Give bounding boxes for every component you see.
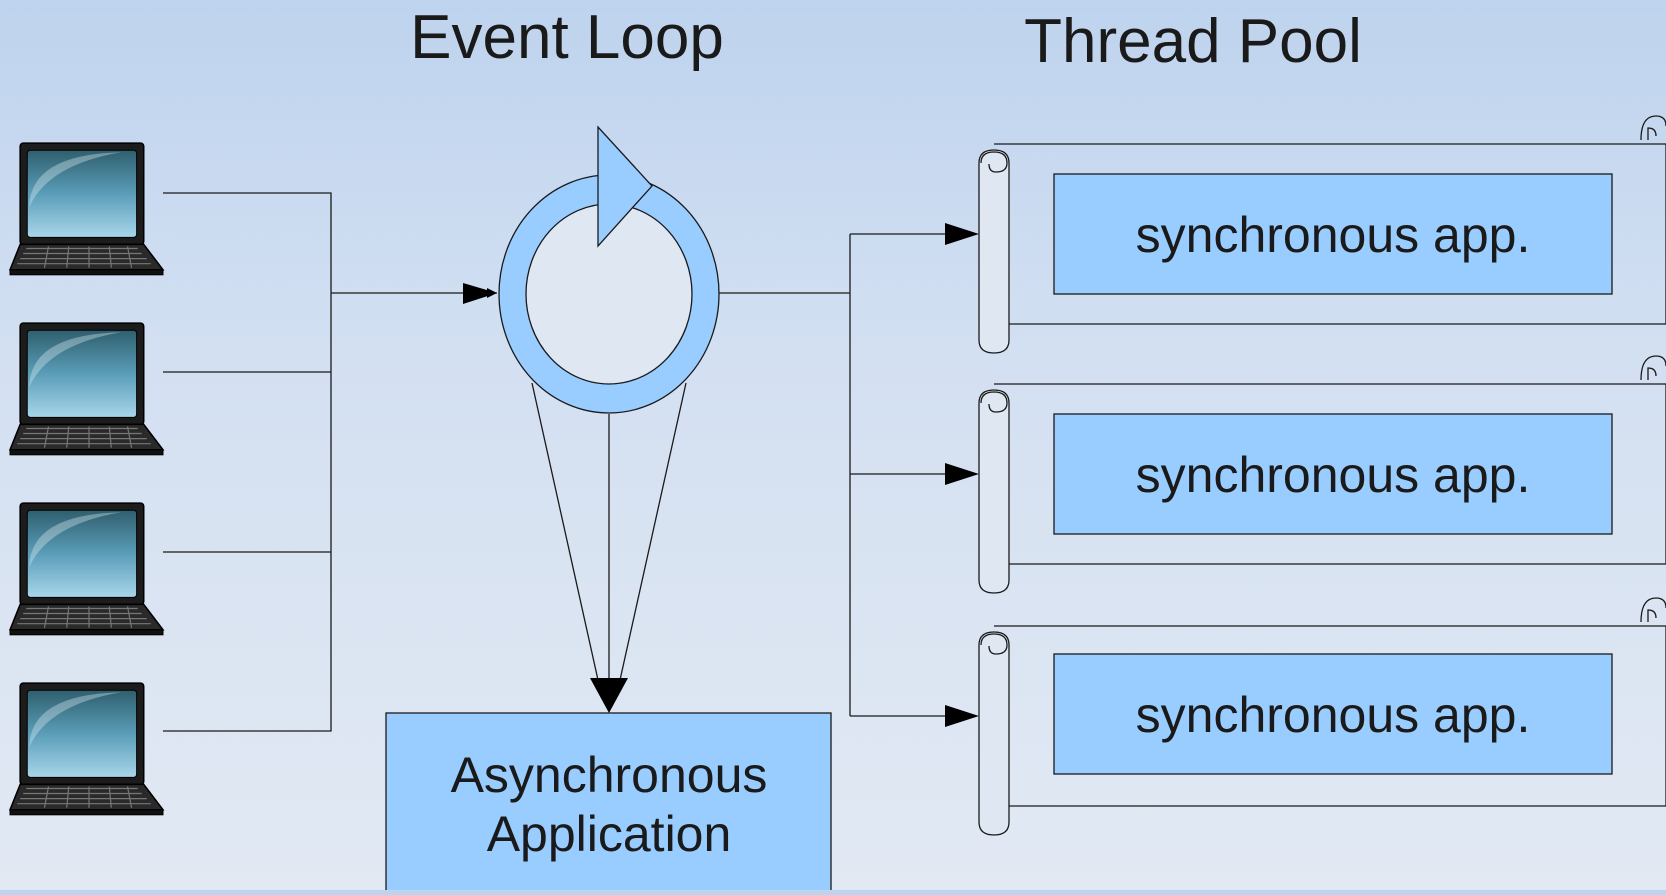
clients-to-loop-arrowhead — [463, 283, 497, 304]
async-arrowhead — [590, 678, 628, 713]
async-app-line1: Asynchronous — [451, 747, 768, 803]
worker-thread-2: synchronous app. — [978, 355, 1666, 594]
worker-app-label-3: synchronous app. — [1136, 687, 1531, 743]
laptop-icon — [9, 142, 164, 276]
thread-pool-title: Thread Pool — [1024, 7, 1362, 76]
client-laptop-2 — [9, 322, 164, 456]
async-app-line2: Application — [487, 806, 732, 862]
worker-app-box-3[interactable] — [1053, 653, 1613, 775]
worker-app-label-1: synchronous app. — [1136, 207, 1531, 263]
pool-connectors — [719, 233, 945, 717]
event-loop-title: Event Loop — [410, 3, 724, 72]
laptop-icon — [9, 502, 164, 636]
loop-to-async-lines — [531, 382, 687, 681]
pool-arrowhead-1 — [945, 223, 979, 245]
laptop-icon — [9, 682, 164, 816]
worker-app-label-2: synchronous app. — [1136, 447, 1531, 503]
async-application-box[interactable]: Asynchronous Application — [385, 712, 832, 895]
client-connectors — [163, 192, 332, 732]
worker-app-box-1[interactable] — [1053, 173, 1613, 295]
worker-app-box-2[interactable] — [1053, 413, 1613, 535]
pool-arrowhead-2 — [945, 463, 979, 485]
loop-arrow-icon — [597, 125, 653, 248]
worker-thread-1: synchronous app. — [978, 115, 1666, 354]
pool-arrowhead-3 — [945, 705, 979, 727]
laptop-icon — [9, 322, 164, 456]
client-laptop-4 — [9, 682, 164, 816]
worker-thread-3: synchronous app. — [978, 597, 1666, 836]
client-laptop-1 — [9, 142, 164, 276]
event-loop-ring — [498, 125, 720, 414]
client-laptop-3 — [9, 502, 164, 636]
